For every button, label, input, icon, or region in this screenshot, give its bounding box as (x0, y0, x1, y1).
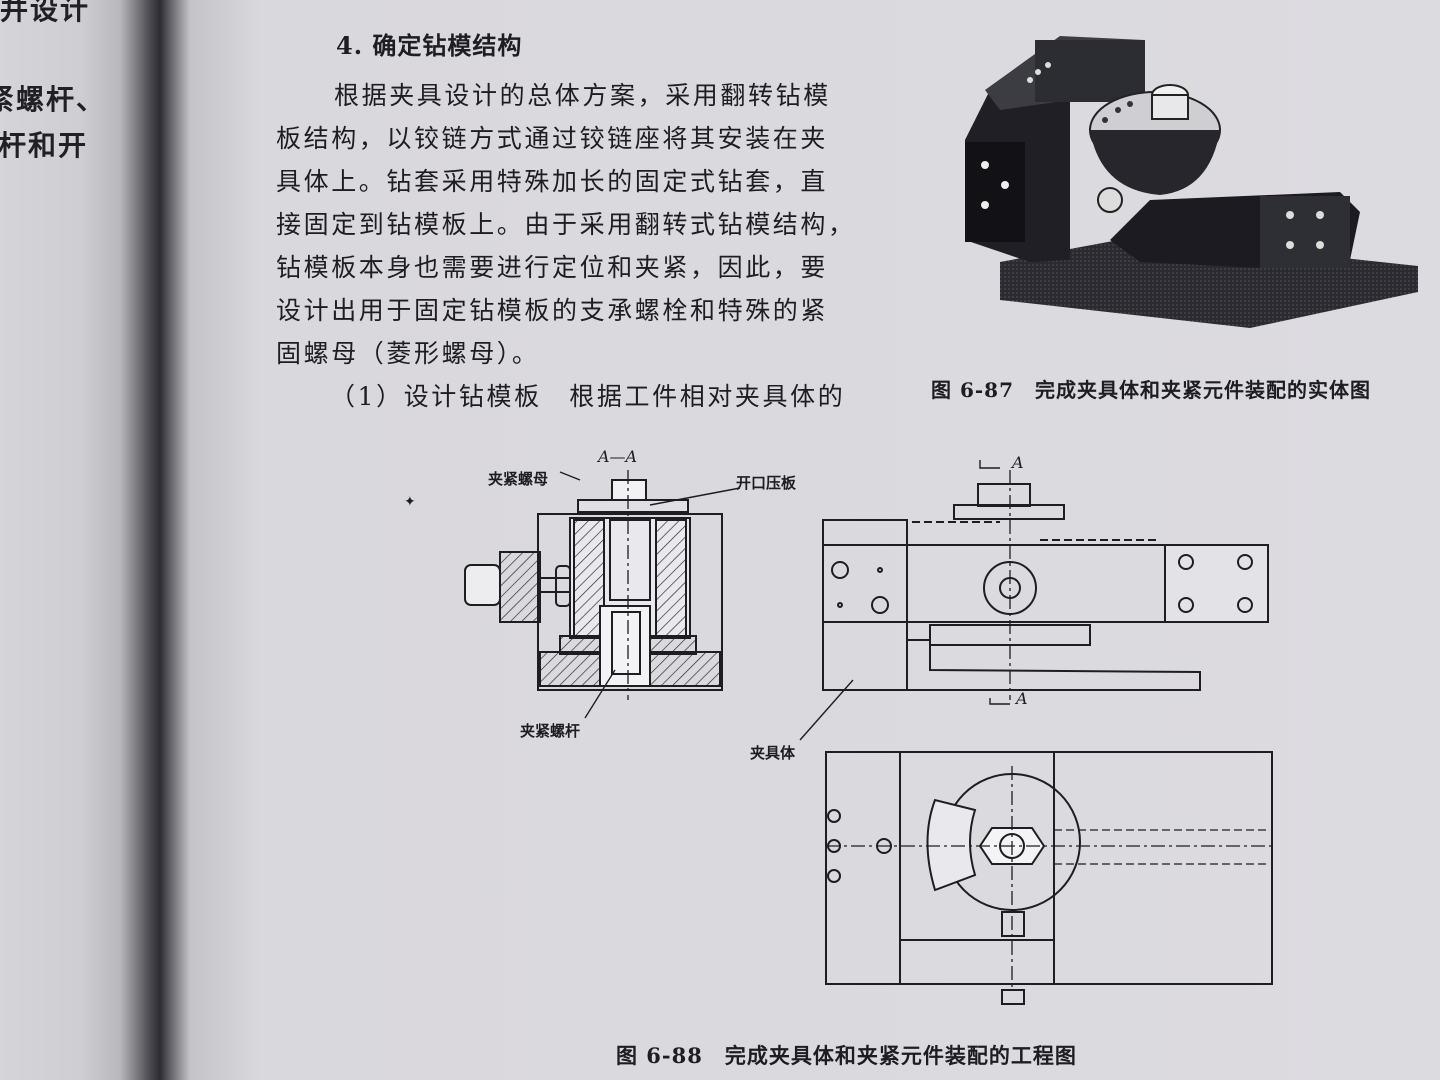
paragraph-line: 具体上。钻套采用特殊加长的固定式钻套，直 (276, 167, 829, 196)
paragraph-line: 固螺母（菱形螺母）。 (276, 339, 540, 368)
figure-6-87-caption: 图 6-87 完成夹具体和夹紧元件装配的实体图 (931, 378, 1372, 402)
left-page-line: 紧螺杆、 (0, 83, 107, 116)
paragraph-line: （1）设计钻模板 根据工件相对夹具体的 (330, 382, 846, 411)
label-clamp-nut: 夹紧螺母 (488, 470, 548, 488)
ink-speck: ✦ (404, 494, 416, 510)
solid-arm-end (1260, 196, 1350, 268)
left-page-line: 杆和开 (0, 129, 89, 162)
body-paragraph: 根据夹具设计的总体方案，采用翻转钻模 板结构，以铰链方式通过铰链座将其安装在夹 … (276, 74, 906, 418)
label-section-aa: A—A (596, 447, 637, 466)
paragraph-line: 设计出用于固定钻模板的支承螺栓和特殊的紧 (276, 296, 829, 325)
label-clamp-screw: 夹紧螺杆 (520, 722, 580, 740)
section-view-aa (464, 470, 741, 719)
paragraph-line: 板结构，以铰链方式通过铰链座将其安装在夹 (276, 124, 829, 153)
label-section-mark-bottom: A (1014, 689, 1028, 708)
front-view (799, 460, 1269, 741)
paragraph-line: 接固定到钻模板上。由于采用翻转式钻模结构， (276, 210, 856, 239)
paragraph-line: 钻模板本身也需要进行定位和夹紧，因此，要 (276, 253, 829, 282)
left-page-line: 并设计 (0, 0, 91, 26)
label-section-mark-top: A (1010, 453, 1024, 472)
left-page-fragment: 并设计 紧螺杆、 杆和开 (0, 0, 140, 1080)
section-heading: 4. 确定钻模结构 (336, 31, 523, 60)
label-open-plate: 开口压板 (736, 474, 797, 492)
top-view (825, 751, 1273, 1005)
solid-block-side (1035, 40, 1145, 102)
figure-6-88-caption: 图 6-88 完成夹具体和夹紧元件装配的工程图 (616, 1043, 1077, 1068)
label-fixture-body: 夹具体 (750, 744, 796, 762)
paragraph-line: 根据夹具设计的总体方案，采用翻转钻模 (334, 81, 831, 110)
